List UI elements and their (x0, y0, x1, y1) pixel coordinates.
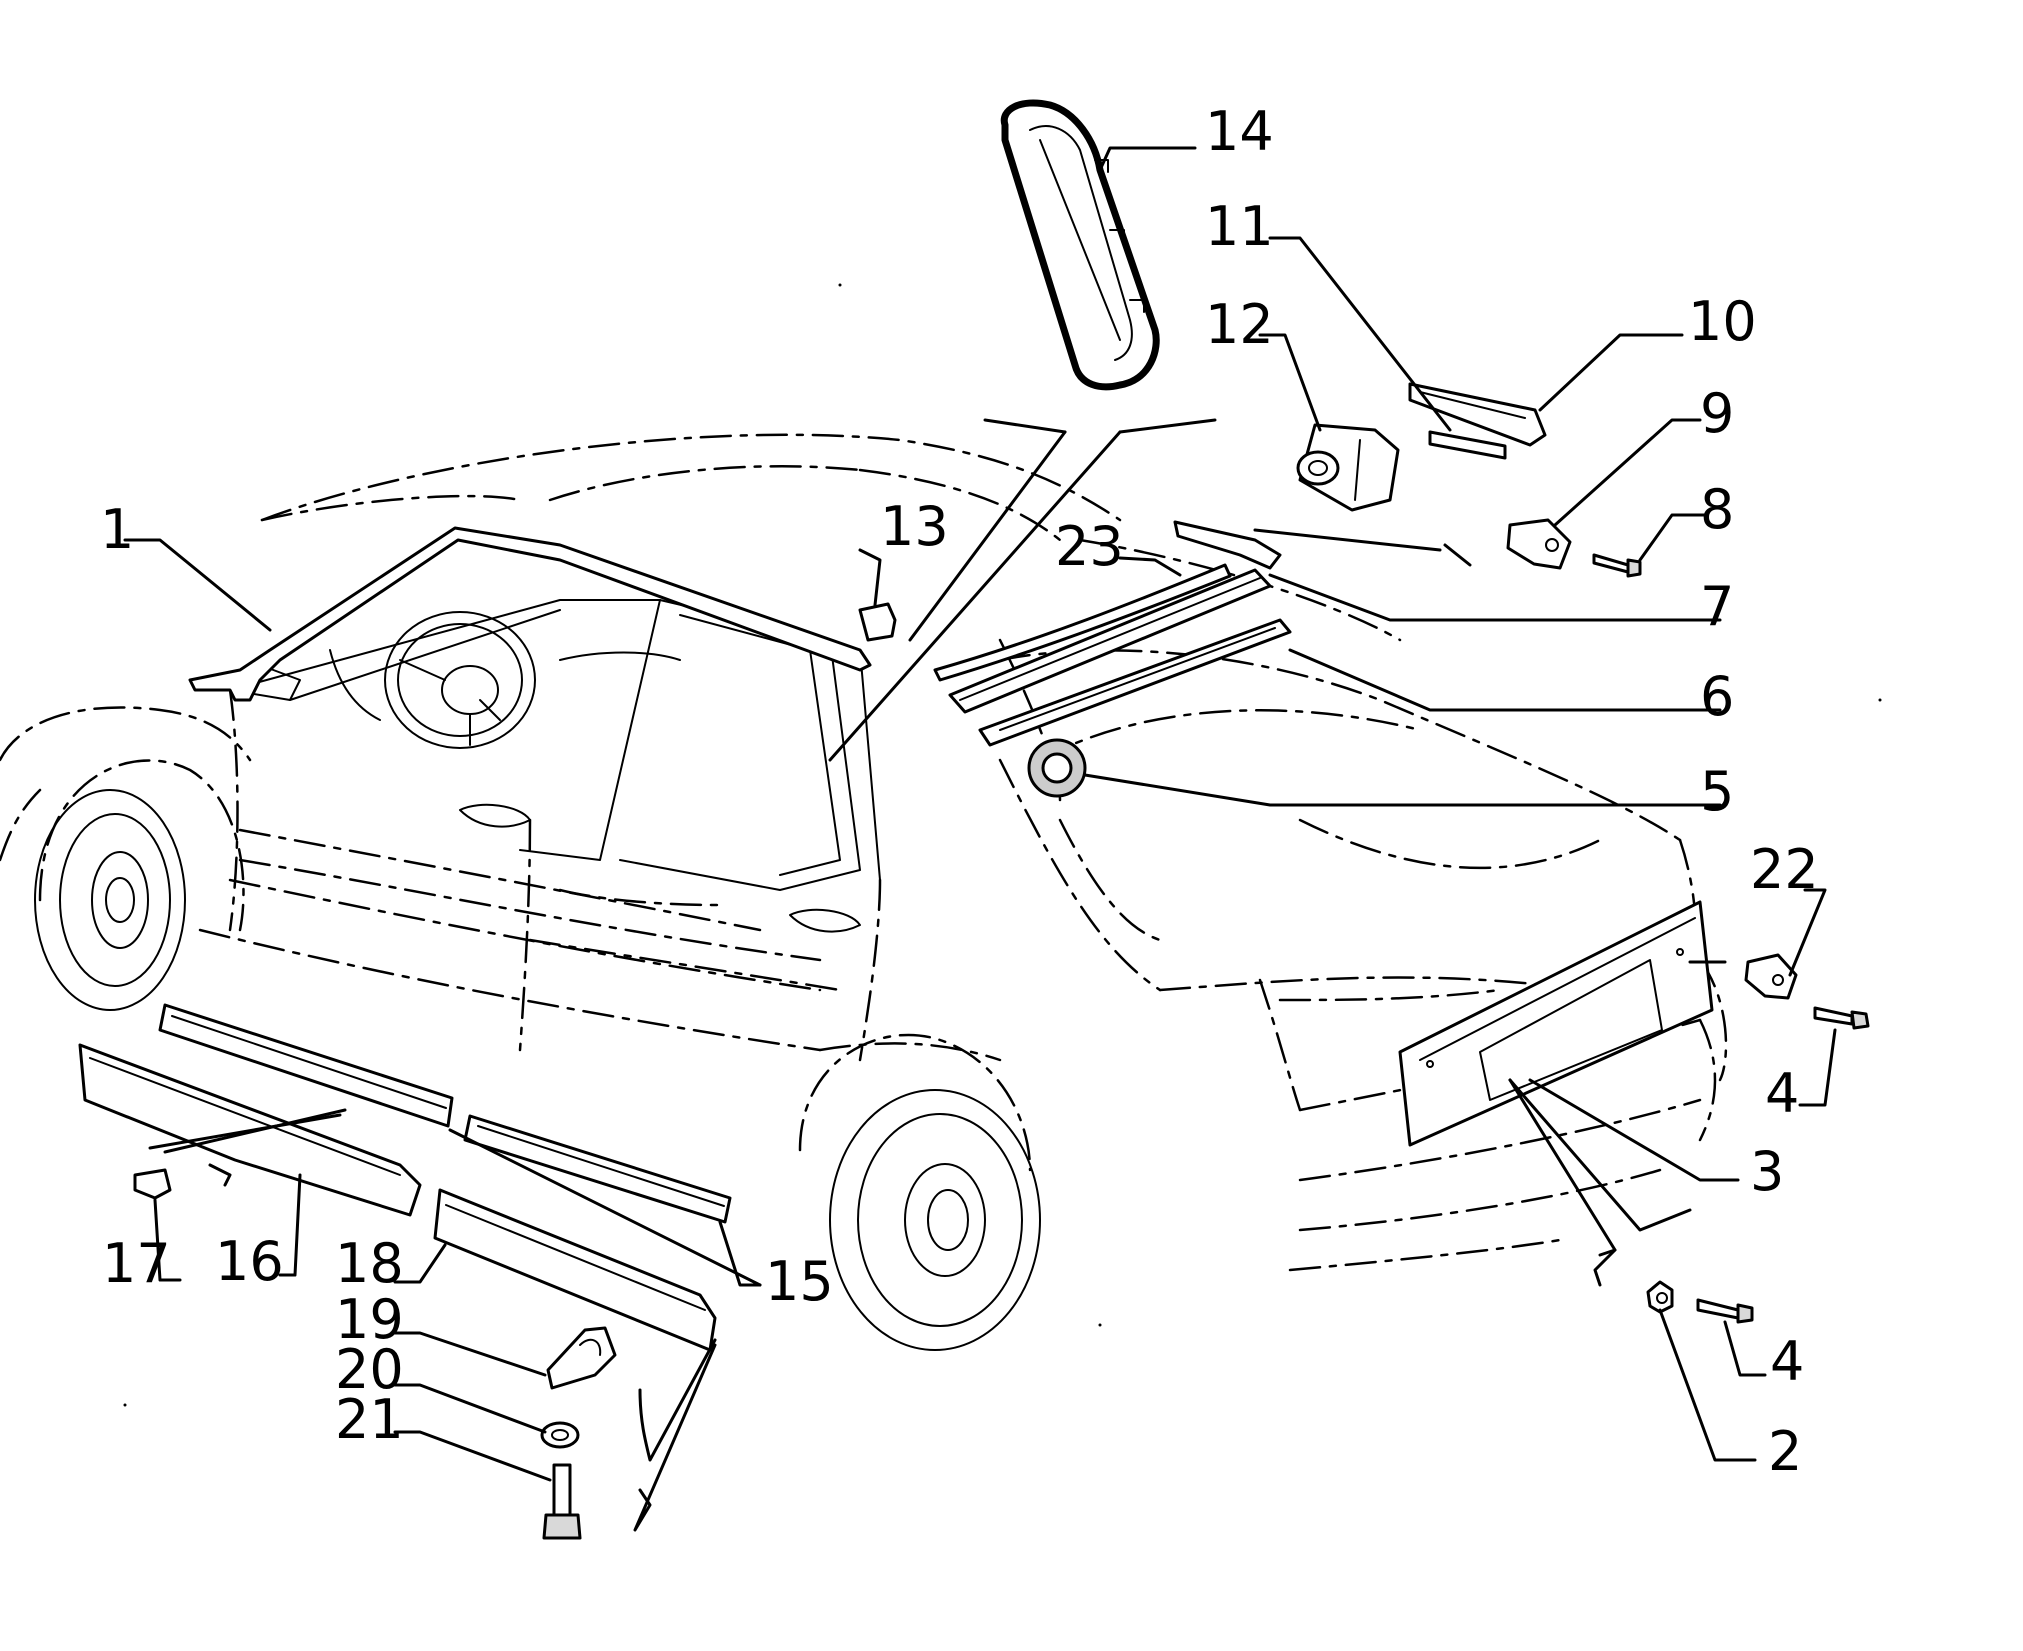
callout-14: 14 (1205, 100, 1274, 163)
part-14-handle (1000, 99, 1160, 391)
callout-8: 8 (1700, 478, 1734, 541)
car-body-outline (0, 433, 1728, 1272)
part-6-trunk-moulding (978, 618, 1292, 747)
part-21-bolt (542, 1463, 582, 1540)
callout-5: 5 (1700, 760, 1734, 823)
part-15-side-strip-upper (158, 1003, 454, 1128)
part-9-clip-nut (1506, 518, 1572, 570)
stray-dot (1098, 1323, 1102, 1327)
callout-18: 18 (335, 1232, 404, 1295)
part-12-lamp (1296, 423, 1400, 512)
part-2-clip (1646, 1280, 1674, 1314)
callout-11: 11 (1205, 195, 1274, 258)
part-1-roof-moulding (188, 526, 872, 702)
callout-22: 22 (1750, 838, 1819, 901)
rear-wheel (829, 1089, 1041, 1351)
leader-lines (123, 146, 1837, 1532)
stray-dot (838, 283, 842, 287)
part-8-screw (1592, 553, 1642, 578)
stray-dot (1878, 698, 1882, 702)
callout-16: 16 (215, 1230, 284, 1293)
callout-1: 1 (100, 498, 134, 561)
callout-labels: 1 2 3 4 4 5 6 7 8 9 10 11 12 13 14 15 16… (100, 100, 1819, 1483)
callout-3: 3 (1750, 1140, 1784, 1203)
callout-4a: 4 (1765, 1062, 1799, 1125)
callout-9: 9 (1700, 382, 1734, 445)
callout-7: 7 (1700, 575, 1734, 638)
stray-dot (123, 1403, 127, 1407)
part-22-clip-nut (1744, 953, 1798, 1000)
callout-17: 17 (102, 1232, 171, 1295)
callout-13: 13 (880, 495, 949, 558)
part-5-grommet (1027, 738, 1087, 798)
part-3-license-plate-panel (1398, 900, 1714, 1147)
callout-12: 12 (1205, 293, 1274, 356)
front-wheel (34, 789, 186, 1011)
part-13-clip (858, 602, 897, 642)
callout-10: 10 (1688, 290, 1757, 353)
part-10-bracket (1408, 382, 1547, 447)
callout-2: 2 (1768, 1420, 1802, 1483)
part-18-side-skirt-rear (433, 1188, 717, 1352)
part-4a-screw (1813, 1006, 1870, 1030)
part-17-push-clip (133, 1168, 172, 1200)
part-23-strip (933, 563, 1232, 682)
callout-19: 19 (335, 1288, 404, 1351)
callout-15: 15 (765, 1250, 834, 1313)
callout-21: 21 (335, 1388, 404, 1451)
part-4b-screw (1696, 1298, 1754, 1324)
callout-6: 6 (1700, 665, 1734, 728)
callout-4b: 4 (1770, 1330, 1804, 1393)
callout-20: 20 (335, 1338, 404, 1401)
part-7-trunk-seal (948, 568, 1272, 714)
callout-23: 23 (1055, 515, 1124, 578)
part-7-bracket (1173, 520, 1282, 570)
part-11-lens (1428, 430, 1507, 460)
part-20-washer (540, 1421, 580, 1449)
part-15-side-strip-lower (463, 1114, 732, 1224)
part-19-bracket (546, 1326, 617, 1390)
